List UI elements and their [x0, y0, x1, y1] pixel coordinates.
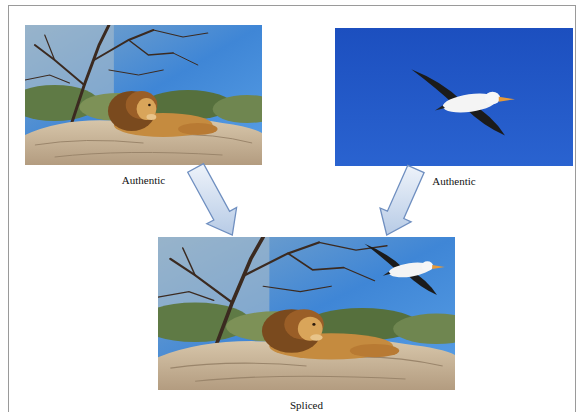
image-caption: Spliced [138, 399, 475, 412]
photo-box: Spliced [158, 237, 455, 390]
image-caption: Authentic [315, 175, 579, 188]
bird-photo [335, 28, 573, 166]
block-arrow [188, 164, 237, 235]
spliced-photo [158, 237, 455, 390]
photo-box: Authentic [335, 28, 573, 166]
lion-photo [25, 25, 262, 165]
image-caption: Authentic [5, 174, 282, 187]
block-arrow [380, 165, 424, 235]
photo-box: Authentic [25, 25, 262, 165]
